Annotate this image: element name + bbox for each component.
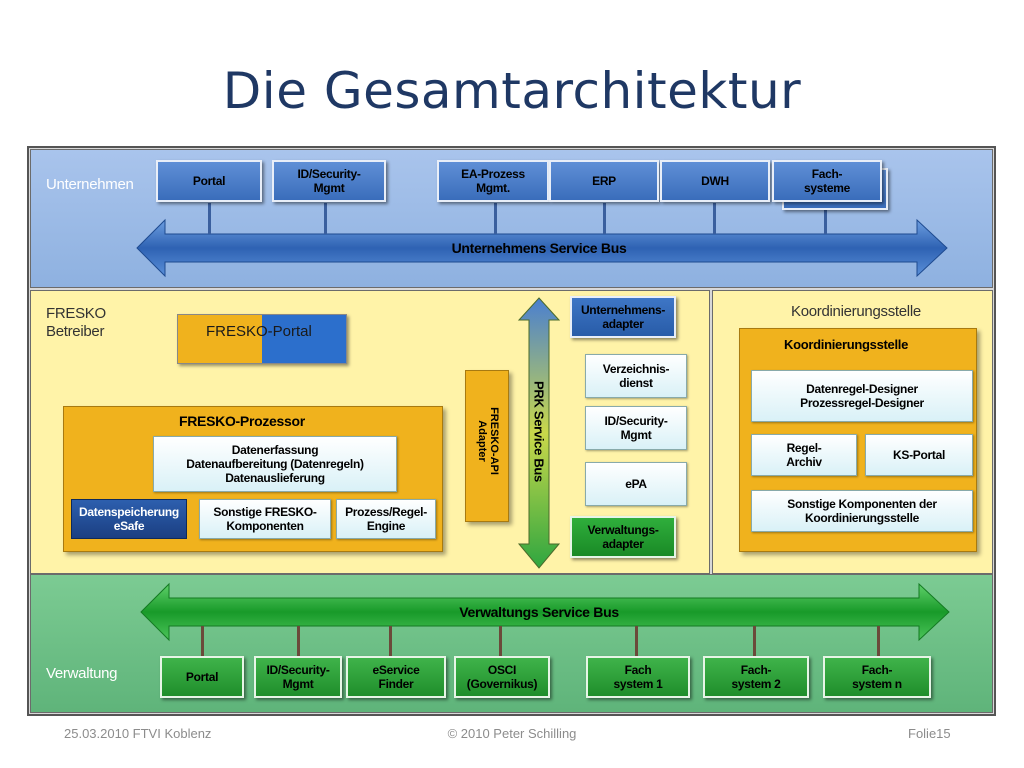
unternehmens-adapter-box: Unternehmens- adapter (570, 296, 676, 338)
designer-box: Datenregel-Designer Prozessregel-Designe… (751, 370, 973, 422)
verwaltungs-adapter-box: Verwaltungs- adapter (570, 516, 676, 558)
architecture-diagram: Unternehmen FRESKO Betreiber Koordinieru… (27, 146, 996, 716)
connector (877, 626, 880, 656)
verwaltung-label: Verwaltung (46, 665, 118, 682)
connector (494, 203, 497, 234)
connector (201, 626, 204, 656)
unternehmens-bus-arrow (136, 218, 948, 278)
verwaltung-portal-box: Portal (160, 656, 244, 698)
connector (208, 203, 211, 234)
verwaltungs-bus-label: Verwaltungs Service Bus (459, 604, 619, 620)
erp-box: ERP (549, 160, 659, 202)
unternehmens-bus-label: Unternehmens Service Bus (451, 240, 627, 256)
verzeichnisdienst-box: Verzeichnis- dienst (585, 354, 687, 398)
connector (297, 626, 300, 656)
footer-slide-number: Folie15 (908, 726, 951, 741)
koordinierungsstelle-panel-title: Koordinierungsstelle (784, 337, 909, 352)
connector (389, 626, 392, 656)
connector (824, 203, 827, 234)
verwaltung-id-security-box: ID/Security- Mgmt (254, 656, 342, 698)
connector (324, 203, 327, 234)
fresko-portal-label: FRESKO-Portal (206, 323, 312, 340)
fresko-label: FRESKO Betreiber (46, 305, 106, 340)
slide-title: Die Gesamtarchitektur (222, 62, 802, 120)
connector (713, 203, 716, 234)
footer-copyright: © 2010 Peter Schilling (447, 726, 577, 741)
prk-bus-arrow (517, 297, 561, 569)
fachsystem-1-box: Fach system 1 (586, 656, 690, 698)
fresko-portal-box: FRESKO-Portal (177, 314, 347, 364)
connector (603, 203, 606, 234)
connector (499, 626, 502, 656)
prk-bus-label: PRK Service Bus (531, 381, 547, 482)
portal-box: Portal (156, 160, 262, 202)
ea-prozess-box: EA-Prozess Mgmt. (437, 160, 549, 202)
bus-arrows (136, 218, 950, 642)
fresko-api-adapter-label: FRESKO-API Adapter (476, 407, 500, 475)
footer-date: 25.03.2010 FTVI Koblenz (64, 726, 212, 741)
engine-box: Prozess/Regel- Engine (336, 499, 436, 539)
verwaltungs-bus-arrow (140, 582, 950, 642)
connector (753, 626, 756, 656)
fachsysteme-box: Fach- systeme (772, 160, 882, 202)
ks-portal-box: KS-Portal (865, 434, 973, 476)
processing-box: Datenerfassung Datenaufbereitung (Datenr… (153, 436, 397, 492)
regel-archiv-box: Regel- Archiv (751, 434, 857, 476)
connector (635, 626, 638, 656)
epa-box: ePA (585, 462, 687, 506)
sonstige-koordinierung-box: Sonstige Komponenten der Koordinierungss… (751, 490, 973, 532)
dwh-box: DWH (660, 160, 770, 202)
fresko-api-adapter-box: FRESKO-API Adapter (465, 370, 509, 522)
osci-box: OSCI (Governikus) (454, 656, 550, 698)
id-security-fresko-box: ID/Security- Mgmt (585, 406, 687, 450)
fresko-prozessor-title: FRESKO-Prozessor (179, 413, 305, 429)
id-security-box: ID/Security- Mgmt (272, 160, 386, 202)
fachsystem-n-box: Fach- system n (823, 656, 931, 698)
sonstige-fresko-box: Sonstige FRESKO- Komponenten (199, 499, 331, 539)
datenspeicherung-box: Datenspeicherung eSafe (71, 499, 187, 539)
unternehmen-label: Unternehmen (46, 176, 134, 193)
koordinierung-label: Koordinierungsstelle (791, 303, 921, 320)
eservice-finder-box: eService Finder (346, 656, 446, 698)
fachsystem-2-box: Fach- system 2 (703, 656, 809, 698)
